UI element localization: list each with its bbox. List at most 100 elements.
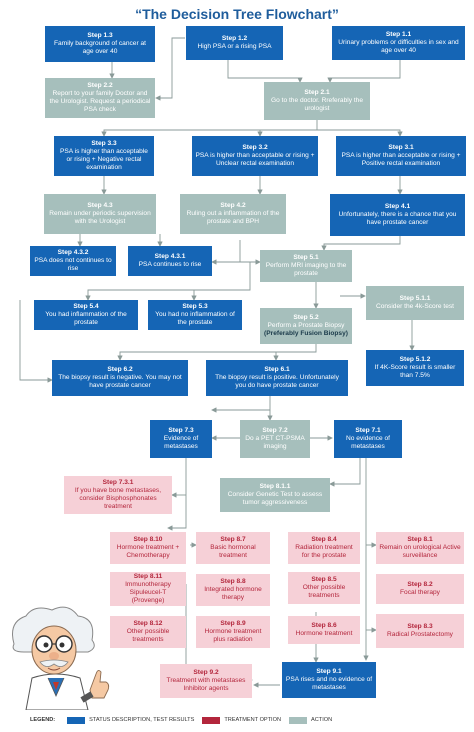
step-label: Step 1.3 xyxy=(87,32,113,40)
step-text: Radiation treatment for the prostate xyxy=(295,544,353,559)
node-step-9-1: Step 9.1 PSA rises and no evidence of me… xyxy=(282,662,376,698)
node-step-9-2: Step 9.2 Treatment with metastases Inhib… xyxy=(160,664,252,698)
legend-status-text: STATUS DESCRIPTION, TEST RESULTS xyxy=(89,717,195,723)
node-step-7-3: Step 7.3 Evidence of metastases xyxy=(150,420,212,458)
step-label: Step 8.1.1 xyxy=(259,483,291,491)
edge-1.2-2.1 xyxy=(227,60,303,83)
step-label: Step 3.2 xyxy=(242,144,268,152)
edge-4.2-4.3.1 xyxy=(211,240,241,265)
node-step-7-2: Step 7.2 Do a PET CT-PSMA imaging xyxy=(240,420,310,458)
step-text: Other possible treatments xyxy=(126,628,170,643)
step-label: Step 7.3 xyxy=(168,427,194,435)
step-label: Step 5.1 xyxy=(293,254,319,262)
legend-action-text: ACTION xyxy=(311,717,333,723)
node-step-4-3-2: Step 4.3.2 PSA does not continues to ris… xyxy=(30,246,116,276)
node-step-8-1: Step 8.1 Remain on urological Active sur… xyxy=(376,532,464,564)
node-step-5-1: Step 5.1 Perform MRI imaging to the pros… xyxy=(260,250,352,282)
step-label: Step 4.3.2 xyxy=(57,249,89,257)
node-step-8-11: Step 8.11 Immunotherapy Sipuleucel-T (Pr… xyxy=(110,572,186,606)
edge-2.1-3.1 xyxy=(317,129,403,137)
step-label: Step 3.1 xyxy=(388,144,414,152)
legend: LEGEND: STATUS DESCRIPTION, TEST RESULTS… xyxy=(30,714,332,726)
node-step-8-6: Step 8.6 Hormone treatment xyxy=(288,616,360,644)
step-text: Treatment with metastases Inhibitor agen… xyxy=(166,677,246,692)
legend-swatch-treatment xyxy=(202,716,221,724)
step-text: Other possible treatments xyxy=(302,584,346,599)
edge-7.1-8.1.1 xyxy=(329,458,361,487)
step-text: Urinary problems or difficulties in sex … xyxy=(338,39,459,54)
node-step-8-8: Step 8.8 Integrated hormone therapy xyxy=(196,574,270,606)
node-step-7-1: Step 7.1 No evidence of metastases xyxy=(334,420,402,458)
step-label: Step 6.1 xyxy=(264,366,290,374)
node-step-8-7: Step 8.7 Basic hormonal treatment xyxy=(196,532,270,564)
node-step-7-3-1: Step 7.3.1 If you have bone metastases, … xyxy=(64,476,172,514)
step-text: Hormone treatment + Chemotherapy xyxy=(116,544,180,559)
edge-7.3-8.10 xyxy=(167,458,187,531)
step-text-sub: (Preferably Fusion Biopsy) xyxy=(264,329,348,337)
node-step-8-12: Step 8.12 Other possible treatments xyxy=(110,616,186,648)
step-label: Step 7.2 xyxy=(262,427,288,435)
node-step-2-1: Step 2.1 Go to the doctor. Rreferably th… xyxy=(264,82,370,120)
step-label: Step 8.1 xyxy=(407,536,433,544)
step-text: If you have bone metastases, consider Bi… xyxy=(74,487,162,510)
step-label: Step 5.4 xyxy=(73,303,99,311)
node-step-5-3: Step 5.3 You had no inflammation of the … xyxy=(148,300,242,330)
edge-4.3.2-6.2 xyxy=(19,300,53,383)
step-label: Step 7.1 xyxy=(355,427,381,435)
step-label: Step 5.1.1 xyxy=(399,295,431,303)
node-step-6-1: Step 6.1 The biopsy result is positive. … xyxy=(206,360,348,396)
step-text: Basic hormonal treatment xyxy=(210,544,256,559)
step-label: Step 8.4 xyxy=(311,536,337,544)
node-step-3-1: Step 3.1 PSA is higher than acceptable o… xyxy=(336,136,466,176)
step-label: Step 2.2 xyxy=(87,82,113,90)
step-text: Perform a Prostate Biopsy xyxy=(267,322,345,330)
step-label: Step 8.12 xyxy=(133,620,163,628)
step-text: PSA is higher than acceptable or rising … xyxy=(195,152,315,167)
professor-illustration xyxy=(12,606,110,710)
step-label: Step 6.2 xyxy=(107,366,133,374)
step-label: Step 8.5 xyxy=(311,576,337,584)
step-label: Step 2.1 xyxy=(304,89,330,97)
step-label: Step 4.2 xyxy=(220,202,246,210)
step-label: Step 5.2 xyxy=(293,314,319,322)
step-label: Step 9.2 xyxy=(193,669,219,677)
step-text: Immunotherapy Sipuleucel-T (Provenge) xyxy=(125,581,171,604)
node-step-5-2: Step 5.2 Perform a Prostate Biopsy (Pref… xyxy=(260,308,352,344)
legend-swatch-action xyxy=(289,716,308,724)
node-step-8-10: Step 8.10 Hormone treatment + Chemothera… xyxy=(110,532,186,564)
step-text: Report to your family Doctor and the Uro… xyxy=(49,90,151,113)
step-label: Step 4.3 xyxy=(87,202,113,210)
step-text: If 4K-Score result is smaller than 7.5% xyxy=(374,364,456,379)
step-text: You had no inflammation of the prostate xyxy=(155,311,235,326)
step-label: Step 5.3 xyxy=(182,303,208,311)
step-label: Step 7.3.1 xyxy=(102,479,134,487)
edge-2.1-3.3 xyxy=(101,120,318,137)
edge-4.2-5.4 xyxy=(85,262,251,301)
step-label: Step 8.11 xyxy=(133,573,163,581)
node-step-3-2: Step 3.2 PSA is higher than acceptable o… xyxy=(192,136,318,176)
step-text: PSA rises and no evidence of metastases xyxy=(285,676,373,691)
node-step-1-2: Step 1.2 High PSA or a rising PSA xyxy=(186,26,283,60)
step-text: Consider the 4k-Score test xyxy=(375,303,455,310)
step-text: Family background of cancer at age over … xyxy=(54,40,146,55)
node-step-8-9: Step 8.9 Hormone treatment plus radiatio… xyxy=(196,616,270,648)
step-text: No evidence of metastases xyxy=(346,435,390,450)
step-text: Consider Genetic Test to assess tumor ag… xyxy=(227,491,323,506)
step-text: Ruling out a inflammation of the prostat… xyxy=(186,210,280,225)
node-step-8-4: Step 8.4 Radiation treatment for the pro… xyxy=(288,532,360,564)
legend-treatment-text: TREATMENT OPTION xyxy=(224,717,282,723)
page-title: “The Decision Tree Flowchart” xyxy=(135,6,339,22)
node-step-1-3: Step 1.3 Family background of cancer at … xyxy=(45,26,155,62)
step-text: Do a PET CT-PSMA imaging xyxy=(245,435,305,450)
step-text: Remain under periodic supervision with t… xyxy=(49,210,151,225)
edge-1.2-2.2 xyxy=(155,37,185,101)
legend-swatch-status xyxy=(67,716,86,724)
step-label: Step 4.3.1 xyxy=(154,253,186,261)
step-text: Remain on urological Active surveillance xyxy=(379,544,461,559)
step-label: Step 8.3 xyxy=(407,623,433,631)
node-step-6-2: Step 6.2 The biopsy result is negative. … xyxy=(52,360,188,396)
step-label: Step 8.6 xyxy=(311,622,337,630)
step-text: Go to the doctor. Rreferably the urologi… xyxy=(271,97,363,112)
node-step-4-1: Step 4.1 Unfortunately, there is a chanc… xyxy=(330,194,465,236)
step-text: PSA continues to rise xyxy=(138,261,202,268)
